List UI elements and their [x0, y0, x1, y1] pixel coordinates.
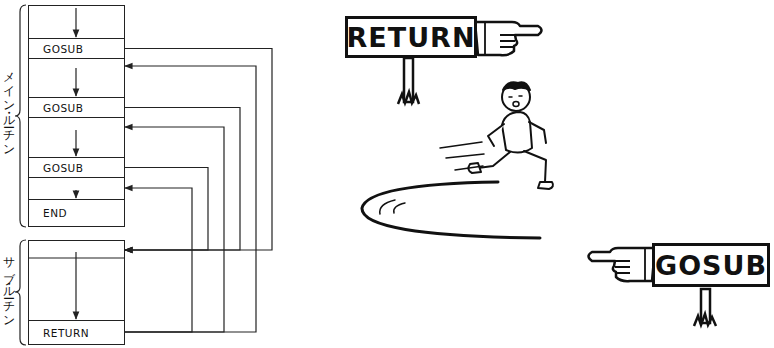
- running-boy: [502, 83, 530, 111]
- flow-arrow: [75, 190, 76, 198]
- pointing-hand: [589, 248, 656, 281]
- box-divider: [29, 257, 124, 258]
- running-boy: [509, 96, 522, 97]
- motion-trail: [362, 182, 540, 238]
- sign-post: [398, 92, 419, 104]
- motion-trail: [380, 200, 395, 214]
- routine-label: メイン・ルーチン: [2, 64, 15, 150]
- motion-trail: [394, 203, 405, 213]
- running-boy: [468, 82, 553, 189]
- running-boy: [488, 124, 504, 146]
- main-routine-block: メイン・ルーチンGOSUBGOSUBGOSUBEND: [28, 5, 125, 227]
- box-label: RETURN: [43, 327, 89, 339]
- subroutine-block: サブ・ルーチンRETURN: [28, 240, 125, 345]
- running-boy: [538, 182, 553, 189]
- end-box: END: [29, 199, 124, 226]
- running-boy: [503, 82, 530, 90]
- pointing-hand: [475, 22, 542, 55]
- speed-line: [440, 142, 482, 148]
- flow-arrow: [75, 252, 76, 319]
- brace: [15, 240, 26, 345]
- box-label: GOSUB: [43, 102, 83, 114]
- box-label: END: [43, 207, 67, 219]
- motion-trail: [362, 182, 540, 238]
- brace: [15, 5, 26, 227]
- running-boy: [529, 122, 546, 143]
- gosub-box: GOSUB: [29, 157, 124, 178]
- pointing-hand: [615, 248, 645, 281]
- speed-line: [455, 166, 483, 170]
- pointing-hand: [475, 22, 542, 55]
- flow-arrow: [75, 130, 76, 156]
- gosub-sign: GOSUB: [652, 243, 770, 287]
- box-label: RETURN: [347, 22, 476, 53]
- brace: [15, 5, 26, 345]
- running-boy: [502, 112, 532, 153]
- gosub-line: [124, 168, 208, 251]
- flow-arrow: [75, 8, 76, 37]
- gosub-box: GOSUB: [29, 97, 124, 118]
- box-label: GOSUB: [655, 250, 767, 281]
- return-line: [124, 188, 192, 332]
- running-boy: [524, 151, 546, 182]
- speed-line: [446, 154, 484, 158]
- gosub-line: [124, 108, 240, 251]
- return-line: [124, 66, 256, 332]
- routine-label: サブ・ルーチン: [2, 249, 15, 321]
- sign-post: [694, 314, 716, 326]
- gosub-box: GOSUB: [29, 38, 124, 59]
- return-box: RETURN: [29, 320, 124, 344]
- pointing-hand: [485, 22, 515, 55]
- return-sign: RETURN: [345, 16, 477, 58]
- speed-line: [440, 142, 484, 170]
- box-label: GOSUB: [43, 43, 83, 55]
- pointing-hand: [589, 248, 656, 281]
- gosub-line: [124, 49, 272, 251]
- running-boy: [513, 102, 519, 107]
- flow-arrow: [75, 68, 76, 96]
- return-line: [124, 127, 224, 332]
- box-label: GOSUB: [43, 162, 83, 174]
